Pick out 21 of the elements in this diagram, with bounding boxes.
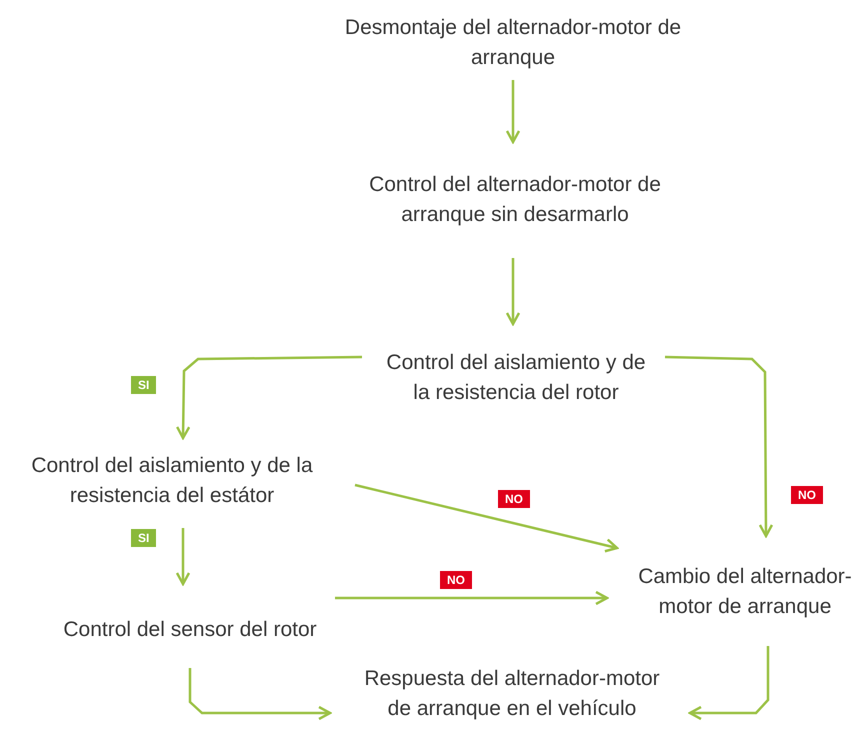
arrow [354, 484, 618, 552]
arrow [176, 356, 362, 440]
step-text: Control del alternador-motor de arranque sin desarmarlo [368, 172, 662, 228]
arrow [506, 258, 520, 326]
step-text: Respuesta del alternador-motor de arranque en el vehículo [363, 666, 661, 722]
edge-label: SI [131, 376, 156, 394]
edge-label: NO [498, 490, 530, 508]
step-text: Desmontaje del alternador-motor de arranque [344, 15, 682, 71]
step-text: Control del aislamiento y de la resistencia del estátor [30, 453, 314, 509]
arrow [688, 646, 770, 720]
edge-label: SI [131, 529, 156, 547]
arrow [188, 668, 332, 720]
step-text: Cambio del alternador-motor de arranque [637, 564, 853, 620]
arrow [176, 528, 190, 586]
arrow [664, 356, 774, 538]
edge-label: NO [791, 486, 823, 504]
step-text: Control del sensor del rotor [63, 617, 317, 643]
edge-label: NO [440, 571, 472, 589]
step-text: Control del aislamiento y de la resistencia del rotor [385, 350, 647, 406]
arrow [506, 80, 520, 144]
arrow [335, 590, 608, 606]
